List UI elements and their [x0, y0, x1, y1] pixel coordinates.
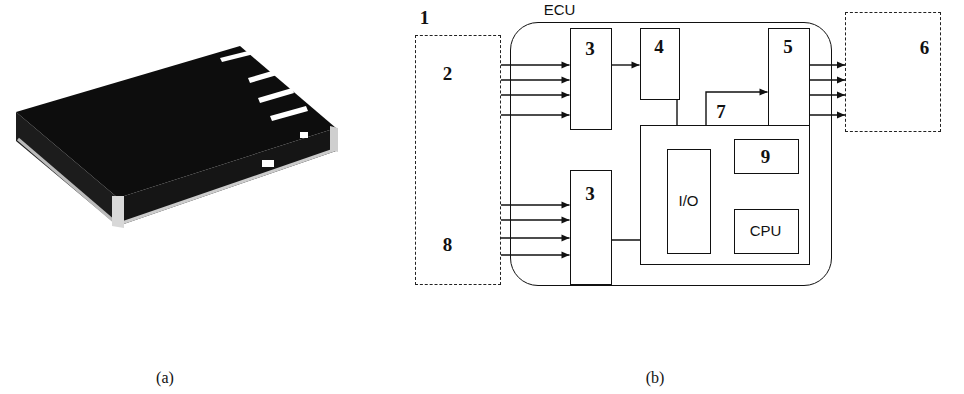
panel-label: (b) — [646, 368, 665, 388]
dashed-input-group: 128 — [415, 35, 501, 285]
signal-line — [501, 237, 570, 238]
housing-corner — [112, 196, 124, 228]
callout-number: 9 — [761, 147, 771, 167]
panel-label: (a) — [156, 368, 174, 388]
callout-number: CPU — [750, 221, 782, 241]
callout-number: 2 — [443, 64, 453, 84]
arrowhead — [562, 202, 570, 209]
housing-edge-light — [122, 150, 334, 223]
arrowhead — [562, 62, 570, 69]
process-box: 4 — [640, 28, 680, 100]
io-box: I/O — [667, 149, 711, 254]
arrowhead — [562, 92, 570, 99]
arrowhead — [562, 77, 570, 84]
arrowhead — [562, 252, 570, 259]
callout-number: 3 — [585, 39, 595, 59]
signal-line — [501, 79, 570, 80]
unit-label: ECU — [544, 0, 576, 20]
arrowhead — [837, 112, 845, 119]
cpu-box: CPU — [734, 209, 799, 254]
memory-box: 9 — [734, 139, 799, 174]
housing-top-face — [16, 46, 336, 198]
signal-line — [501, 204, 570, 205]
callout-number: 8 — [443, 235, 453, 255]
housing-mark — [262, 160, 274, 167]
microcomputer-box: 7I/O9CPU — [640, 125, 810, 265]
arrowhead — [562, 235, 570, 242]
arrowhead — [632, 62, 640, 69]
connector-pin — [258, 88, 294, 103]
callout-number: 5 — [783, 37, 793, 57]
connector-pin — [220, 50, 254, 62]
callout-number: 1 — [420, 8, 430, 28]
callout-number: 6 — [920, 38, 930, 58]
signal-connector — [612, 62, 640, 69]
housing-mark — [300, 132, 308, 138]
dashed-output-group: 6 — [845, 12, 941, 132]
arrowhead — [562, 112, 570, 119]
signal-connector — [501, 62, 570, 119]
signal-line — [501, 254, 570, 255]
signal-line — [501, 219, 570, 220]
arrowhead — [837, 77, 845, 84]
signal-line — [501, 64, 570, 65]
process-box: 3 — [570, 28, 612, 130]
arrowhead — [562, 217, 570, 224]
callout-number: 3 — [585, 184, 595, 204]
callout-number: I/O — [678, 191, 698, 211]
connector-pin — [248, 68, 284, 83]
housing-edge-light — [18, 139, 116, 223]
arrowhead — [760, 89, 768, 96]
housing-corner — [330, 126, 338, 152]
arrowhead — [837, 62, 845, 69]
signal-line — [501, 94, 570, 95]
signal-connector — [810, 62, 846, 119]
connector-pin — [270, 106, 308, 121]
signal-connector — [501, 202, 570, 259]
callout-number: 4 — [654, 37, 664, 57]
process-box: 3 — [570, 170, 612, 285]
callout-number: 7 — [716, 102, 726, 122]
ecu-housing: ECU3457I/O9CPU3 — [510, 22, 832, 286]
arrowhead — [837, 92, 845, 99]
process-box: 5 — [768, 28, 810, 130]
signal-line — [501, 114, 570, 115]
